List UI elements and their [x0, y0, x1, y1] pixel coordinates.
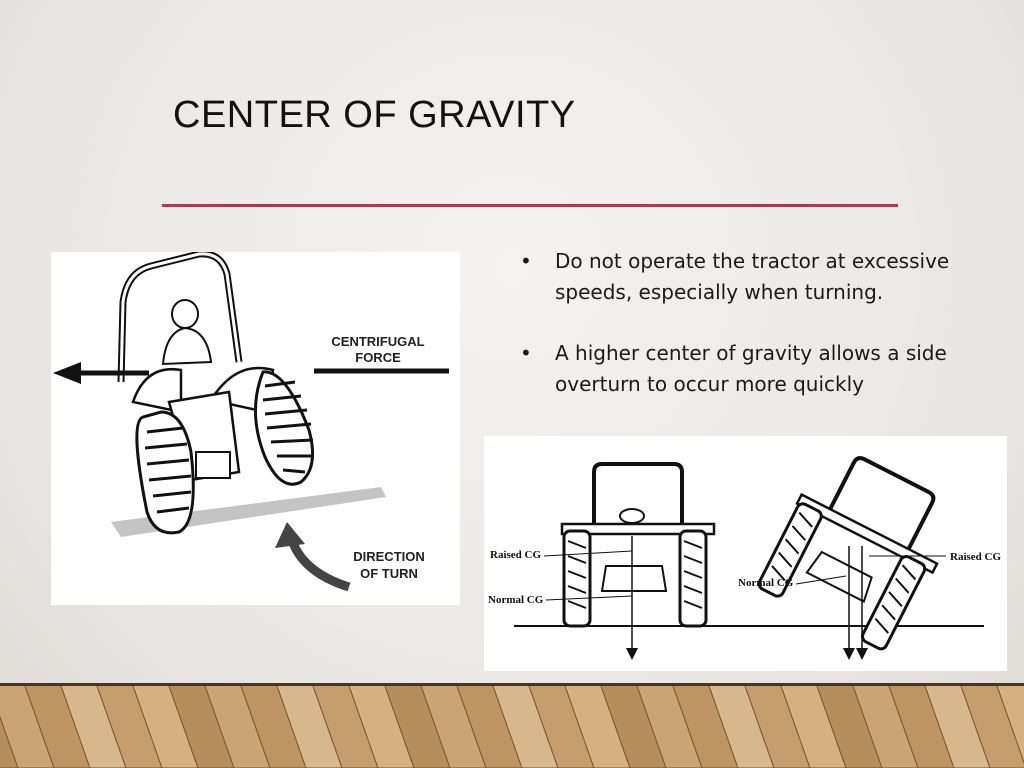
bullet-marker: • — [520, 249, 532, 273]
wood-floor — [0, 683, 1024, 768]
centrifugal-label: CENTRIFUGAL — [331, 334, 424, 349]
normal-cg-label-left: Normal CG — [488, 594, 544, 606]
raised-cg-leader-left — [543, 550, 633, 557]
tipping-tractor — [757, 456, 939, 651]
slide-title: CENTER OF GRAVITY — [173, 94, 576, 136]
raised-cg-label-right: Raised CG — [950, 551, 1001, 563]
direction-of-turn-arrow — [275, 522, 351, 592]
bullet-marker: • — [520, 341, 532, 365]
force-label: FORCE — [355, 350, 401, 365]
bullet-item: • A higher center of gravity allows a sid… — [520, 338, 990, 400]
of-turn-label: OF TURN — [360, 566, 418, 581]
normal-cg-label-right: Normal CG — [738, 577, 794, 589]
bullet-text: Do not operate the tractor at excessive … — [555, 249, 950, 304]
bullet-item: • Do not operate the tractor at excessive… — [520, 246, 990, 308]
center-of-gravity-diagram: Raised CG Normal CG Normal CG Raised CG — [484, 436, 1007, 671]
upright-tractor — [560, 462, 716, 660]
tractor-turning-drawing: CENTRIFUGAL FORCE DIRECTION OF TURN — [53, 252, 449, 592]
left-rear-tire — [135, 410, 195, 535]
right-rear-tire — [254, 370, 315, 486]
centrifugal-force-arrow — [53, 362, 149, 384]
direction-label: DIRECTION — [353, 549, 425, 564]
cg-drawing: Raised CG Normal CG Normal CG Raised CG — [488, 456, 1001, 660]
tractor-turning-illustration: CENTRIFUGAL FORCE DIRECTION OF TURN — [51, 252, 460, 605]
wood-floor-planks — [0, 683, 1024, 768]
normal-cg-leader-right — [795, 575, 847, 585]
normal-cg-leader-left — [545, 595, 633, 601]
title-underline — [162, 204, 898, 207]
raised-cg-label-left: Raised CG — [490, 549, 541, 561]
bullet-text: A higher center of gravity allows a side… — [555, 341, 947, 396]
bullet-list: • Do not operate the tractor at excessive… — [520, 246, 990, 430]
